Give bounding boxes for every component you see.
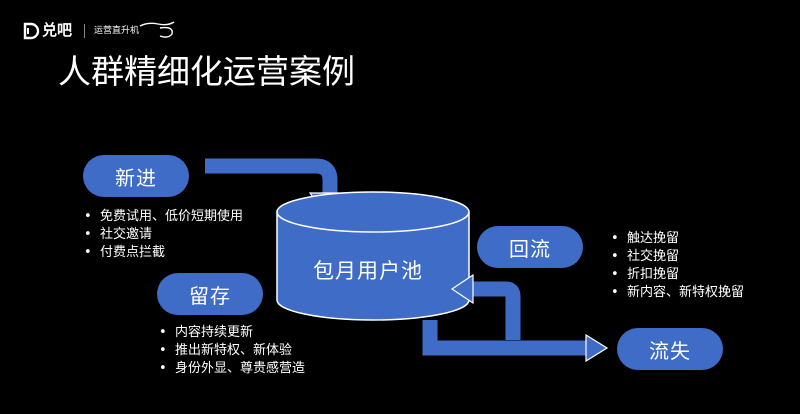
node-return-label: 回流: [509, 236, 551, 261]
list-item: 社交挽留: [611, 248, 744, 266]
list-item: 内容持续更新: [159, 324, 305, 342]
node-retain-label: 留存: [189, 283, 231, 308]
list-item: 身份外显、尊贵感营造: [159, 360, 305, 378]
return-arrow: [450, 273, 521, 340]
brand-logo: 兑吧 运营直升机: [22, 20, 202, 42]
return-tactics: 触达挽留 社交挽留 折扣挽留 新内容、新特权挽留: [611, 230, 744, 302]
list-item: 新内容、新特权挽留: [611, 284, 744, 302]
outflow-arrow: [422, 320, 609, 363]
node-return: 回流: [477, 226, 583, 268]
brand-divider: [84, 24, 85, 38]
brand-logo-icon: [23, 22, 40, 40]
node-new-in-label: 新进: [115, 165, 157, 190]
list-item: 推出新特权、新体验: [159, 342, 305, 360]
page-title: 人群精细化运营案例: [58, 52, 355, 91]
list-item: 社交邀请: [84, 226, 243, 244]
list-item: 折扣挽留: [611, 266, 744, 284]
list-item: 触达挽留: [611, 230, 744, 248]
retain-tactics: 内容持续更新 推出新特权、新体验 身份外显、尊贵感营造: [159, 324, 305, 378]
node-retain: 留存: [157, 273, 263, 315]
brand-name: 兑吧: [42, 21, 73, 39]
new-in-tactics: 免费试用、低价短期使用 社交邀请 付费点拦截: [84, 208, 243, 262]
list-item: 付费点拦截: [84, 244, 243, 262]
node-churn: 流失: [617, 328, 723, 370]
brand-tagline: 运营直升机: [94, 26, 140, 36]
node-churn-label: 流失: [649, 338, 691, 363]
list-item: 免费试用、低价短期使用: [84, 208, 243, 226]
pool-label: 包月用户池: [313, 259, 423, 283]
user-pool-cylinder: [276, 191, 470, 321]
brand-swoosh-icon: [139, 21, 175, 38]
node-new-in: 新进: [83, 155, 189, 197]
